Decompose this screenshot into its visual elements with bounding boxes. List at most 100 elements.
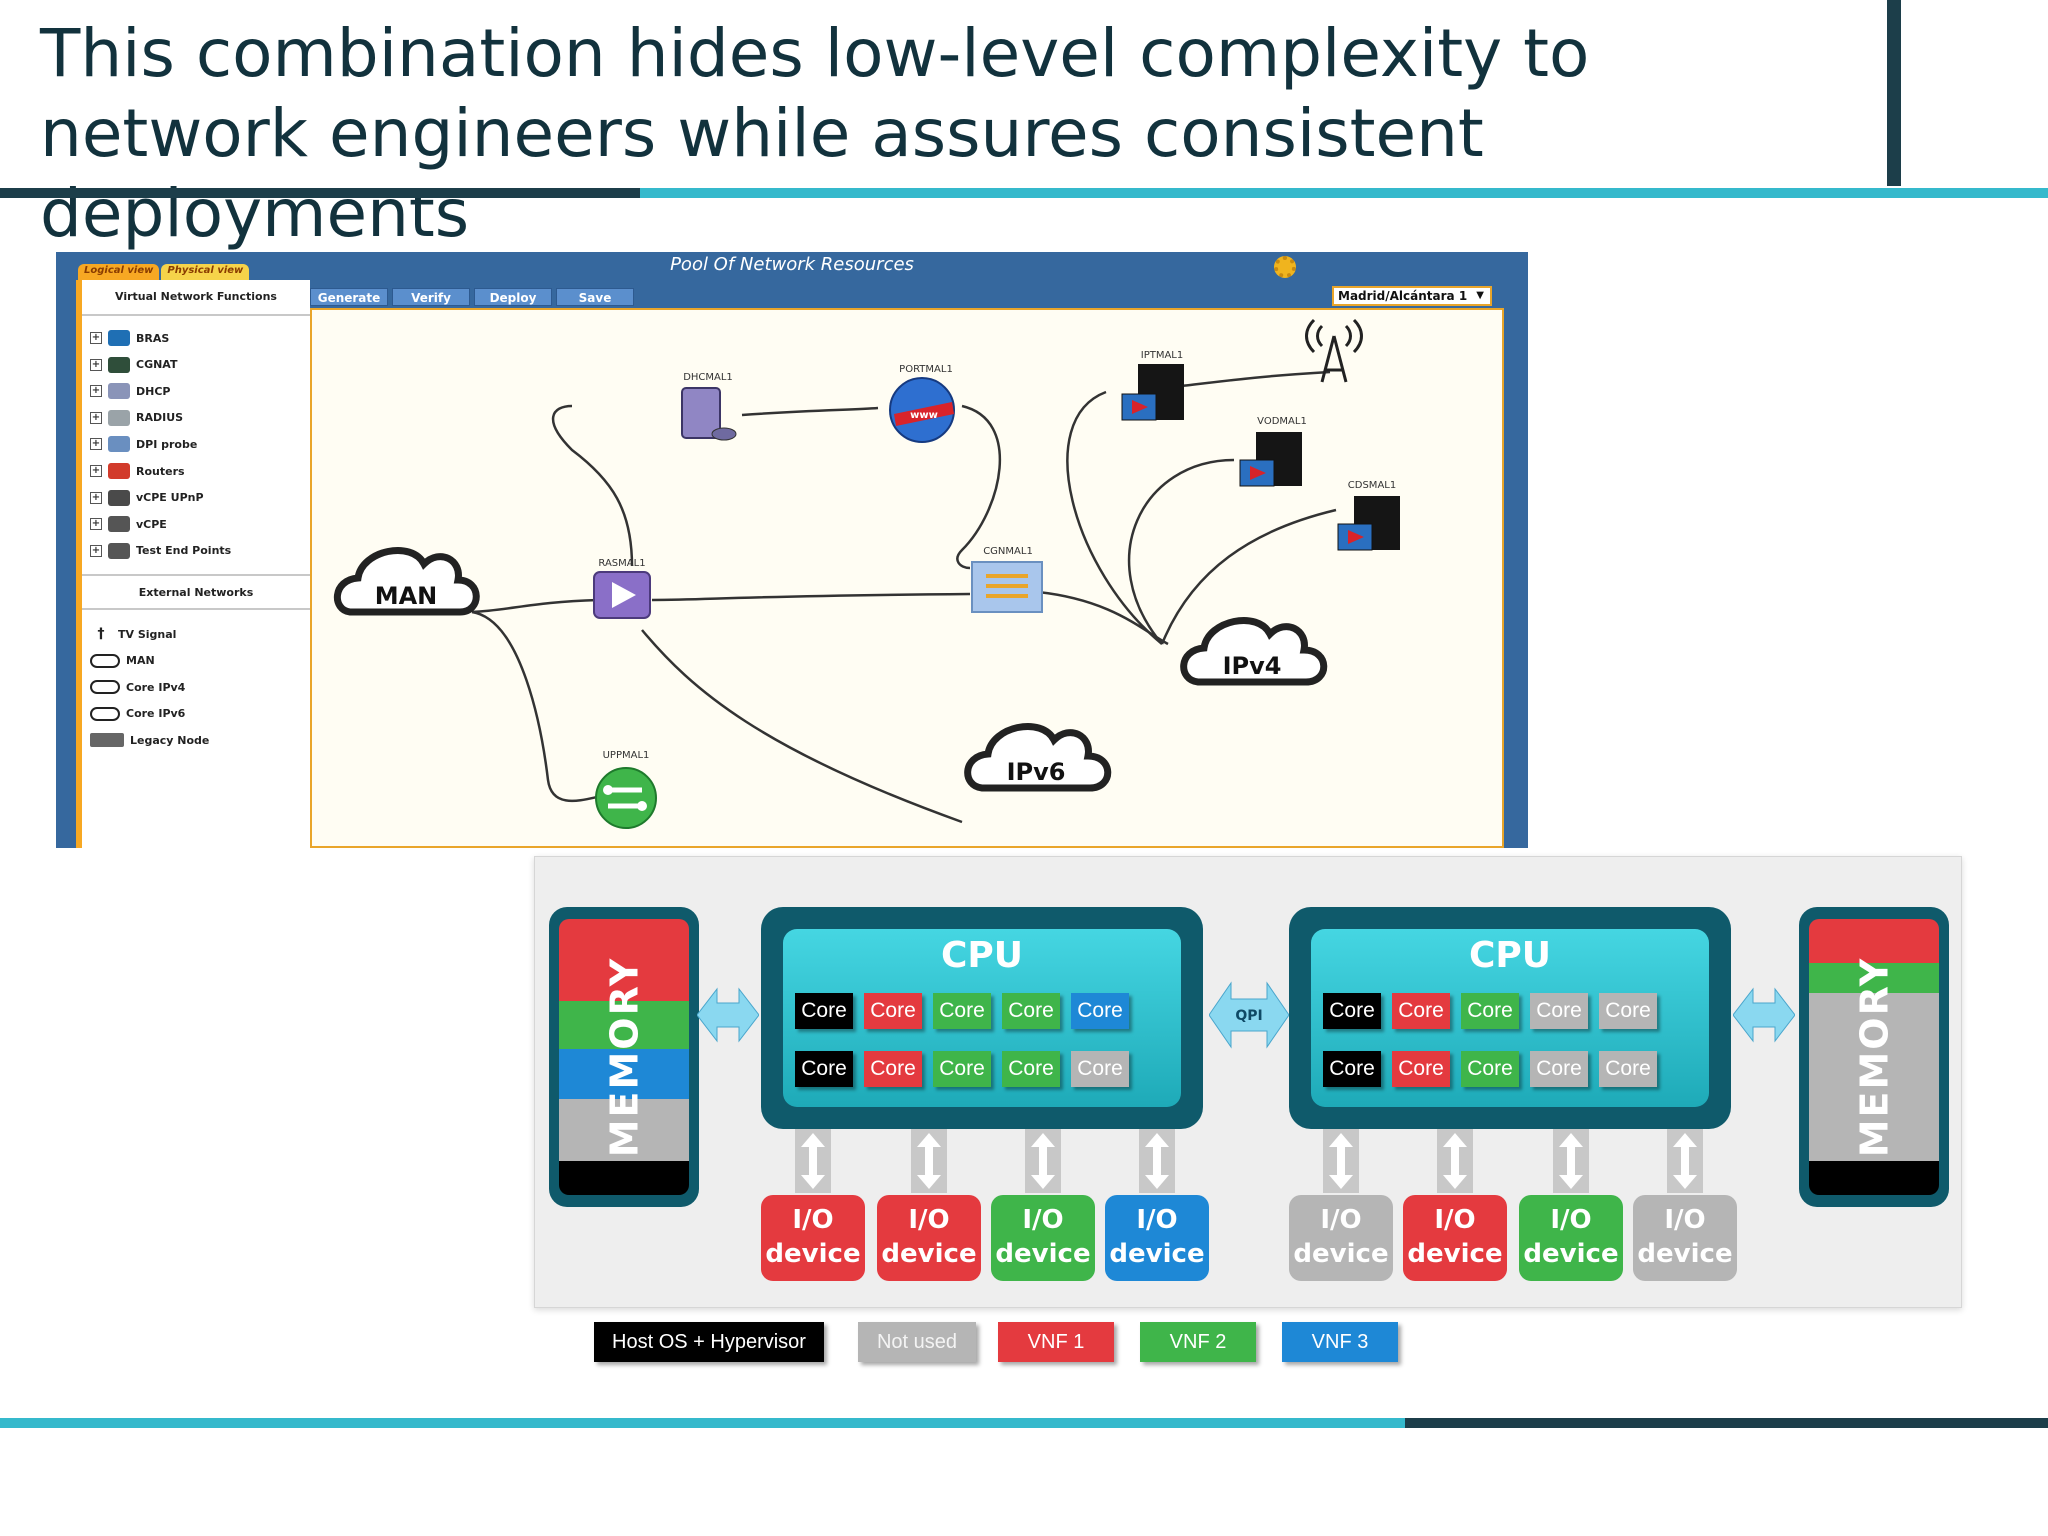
cpu-core: Core [864,1051,922,1087]
verify-button[interactable]: Verify [392,288,470,306]
expand-icon[interactable]: + [90,544,102,557]
vnf-heading: Virtual Network Functions [115,290,277,303]
cgnat-label: CGNMAL1 [983,546,1033,557]
legend-item-vnf2: VNF 2 [1140,1322,1256,1362]
link-ras-ipv6 [641,629,963,824]
iptv-node[interactable]: IPTMAL1 [1121,350,1184,421]
vnf-palette-label: vCPE UPnP [136,491,204,505]
tab-physical-view[interactable]: Physical view [161,264,250,280]
external-network-item[interactable]: Core IPv6 [90,704,185,724]
io-bus-arrow [1553,1129,1589,1193]
expand-icon[interactable]: + [90,385,102,398]
io-bus-arrow [1139,1129,1175,1193]
expand-icon[interactable]: + [90,411,102,424]
vnf-palette-item[interactable]: +vCPE [90,514,167,534]
deploy-button[interactable]: Deploy [474,288,552,306]
link-ipv4-vod [1127,458,1235,645]
ipv4-cloud-label: IPv4 [1223,652,1282,680]
expand-icon[interactable]: + [90,518,102,531]
memory-segment [559,1001,689,1049]
cpu-core: Core [1530,1051,1588,1087]
memory-segment [559,919,689,1001]
chevron-down-icon: ▼ [1476,290,1484,301]
vnf-palette-item[interactable]: + vCPE UPnP [90,488,204,508]
cgnat-node[interactable]: CGNMAL1 [971,546,1043,613]
vnf-palette-item[interactable]: +Routers [90,461,185,481]
antenna-icon[interactable] [1305,318,1363,383]
upp-node[interactable]: UPPMAL1 [595,750,657,829]
memory-stack: MEMORY [1809,919,1939,1195]
memory-segment [1809,963,1939,993]
vnf-palette-label: Test End Points [136,544,232,558]
cpu-core: Core [795,993,853,1029]
cpu-core: Core [1530,993,1588,1029]
io-device-label-top: I/O [1664,1205,1706,1235]
upp-label: UPPMAL1 [603,750,650,761]
dhcp-node[interactable]: DHCMAL1 [681,372,737,441]
external-network-label: Legacy Node [130,733,210,747]
cpu-core: Core [1002,1051,1060,1087]
vod-node[interactable]: VODMAL1 [1239,416,1307,487]
external-network-item[interactable]: Core IPv4 [90,677,185,697]
memory-label: MEMORY [602,956,646,1158]
save-button[interactable]: Save [556,288,634,306]
cds-node[interactable]: CDSMAL1 [1337,480,1400,551]
sidebar-divider [82,574,310,576]
view-tabs: Logical view Physical view [78,264,250,280]
vnf-palette-item[interactable]: + Test End Points [90,541,231,561]
vnf-palette-label: DHCP [136,384,171,398]
ipv6-cloud-node[interactable]: IPv6 [964,723,1112,792]
ras-label: RASMAL1 [598,558,645,569]
router-icon [108,463,130,479]
expand-icon[interactable]: + [90,358,102,371]
memory-label: MEMORY [1852,956,1896,1158]
external-network-item[interactable]: MAN [90,651,155,671]
expand-icon[interactable]: + [90,491,102,504]
site-select-value: Madrid/Alcántara 1 [1338,289,1468,303]
io-device-label-bottom: device [765,1239,861,1269]
memory-stack: MEMORY [559,919,689,1195]
tab-logical-view[interactable]: Logical view [78,264,160,280]
io-device-label-bottom: device [1109,1239,1205,1269]
dhcp-icon [108,383,130,400]
man-cloud-node[interactable]: MAN [333,547,480,616]
cloud-icon [90,653,120,668]
external-network-item[interactable]: †TV Signal [90,624,177,644]
topology-canvas[interactable]: MAN IPv4 IPv6 RASMAL1 DHCMAL1 [310,308,1504,848]
legacy-node-icon [90,733,124,748]
site-select[interactable]: Madrid/Alcántara 1 ▼ [1332,286,1492,306]
cpu-core: Core [1002,993,1060,1029]
generate-button[interactable]: Generate [310,288,388,306]
footer-rule-accent [0,1418,1405,1428]
bras-icon [108,330,130,346]
vnf-palette-item[interactable]: +DPI probe [90,434,197,454]
external-network-label: MAN [126,654,155,668]
vnf-palette-item[interactable]: +CGNAT [90,355,177,375]
portal-label: PORTMAL1 [899,364,953,375]
vnf-palette-item[interactable]: + RADIUS [90,408,183,428]
gear-icon[interactable] [1274,256,1296,278]
cpu-core: Core [1461,1051,1519,1087]
external-network-item[interactable]: Legacy Node [90,730,209,750]
expand-icon[interactable]: + [90,332,102,344]
vnf-palette-item[interactable]: +BRAS [90,328,169,348]
io-device-label-bottom: device [881,1239,977,1269]
cgnat-icon [108,356,130,373]
io-device-label-top: I/O [1022,1205,1064,1235]
portal-node[interactable]: www PORTMAL1 [889,364,955,443]
cpu-core: Core [1599,1051,1657,1087]
qpi-label: QPI [1235,1008,1262,1024]
expand-icon[interactable]: + [90,438,102,451]
legend-item-unused: Not used [858,1322,976,1362]
expand-icon[interactable]: + [90,465,102,477]
vnf-palette-label: RADIUS [136,411,184,425]
vnf-palette-item[interactable]: + DHCP [90,381,170,401]
ras-node[interactable]: RASMAL1 [593,558,651,619]
ipv4-cloud-node[interactable]: IPv4 [1180,617,1328,686]
sidebar-divider [82,608,310,610]
sidebar-divider [82,314,310,316]
